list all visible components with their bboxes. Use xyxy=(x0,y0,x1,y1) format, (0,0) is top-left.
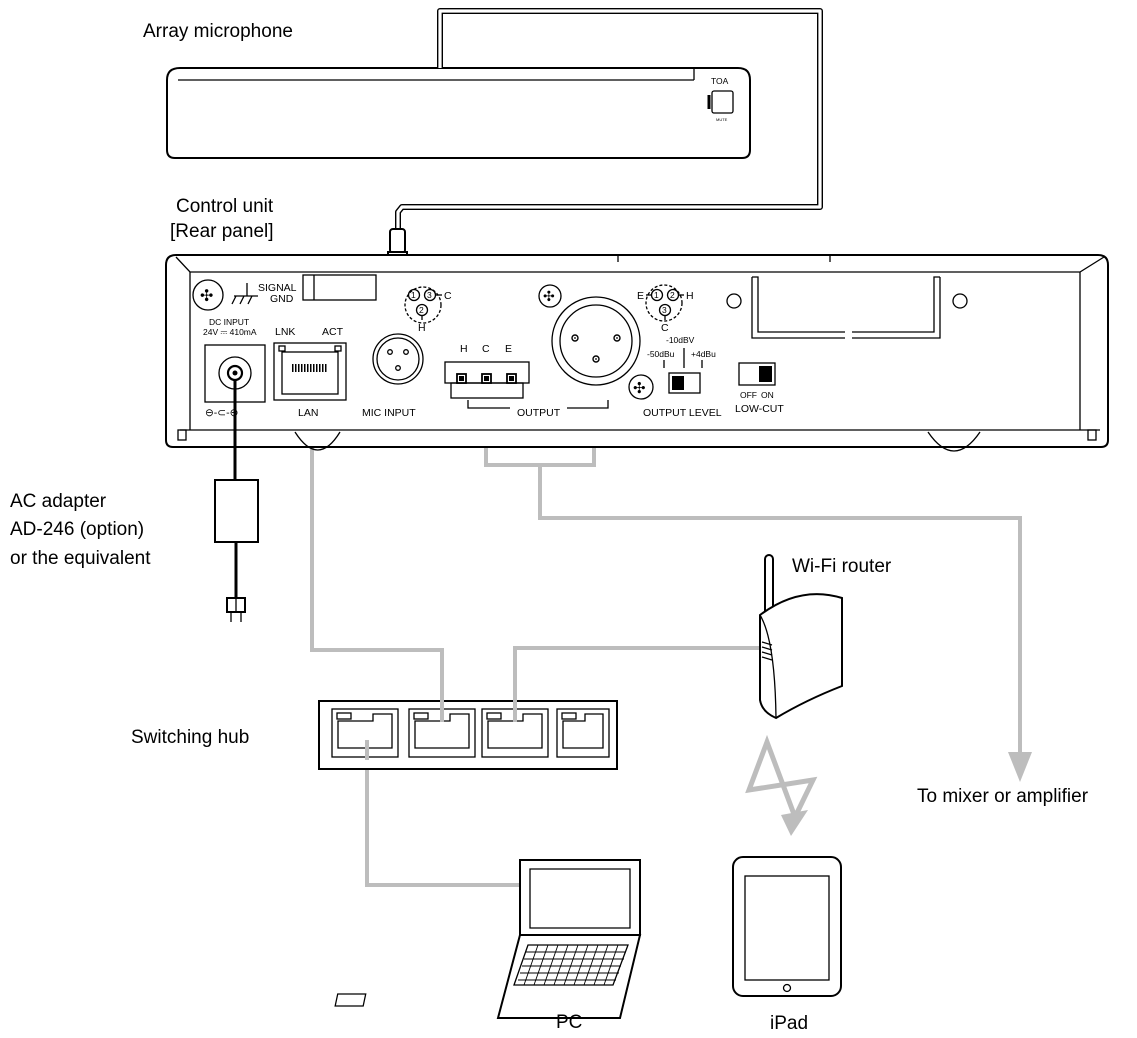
mic-pin-c-label: C xyxy=(444,290,452,302)
ac-adapter xyxy=(214,380,259,622)
switching-hub-label: Switching hub xyxy=(131,727,249,748)
out-pin-c-label: C xyxy=(661,322,669,334)
out-pin-2: 2 xyxy=(670,290,675,300)
low-cut-switch[interactable] xyxy=(738,362,776,386)
lan-label: LAN xyxy=(298,407,318,419)
control-unit: ✣ SIGNAL GND DC INPUT 24V ⎓ 410mA ⊖-⊂-⊕ … xyxy=(165,254,1109,452)
cables xyxy=(310,365,1032,887)
ac-adapter-label-3: or the equivalent xyxy=(10,548,151,569)
pc-label: PC xyxy=(556,1012,582,1033)
out-pin-e-label: E xyxy=(637,290,644,302)
ipad-label: iPad xyxy=(770,1013,808,1033)
control-unit-label: Control unit xyxy=(176,196,274,217)
out-pin-h-label: H xyxy=(686,290,694,302)
to-mixer-label: To mixer or amplifier xyxy=(917,786,1089,807)
mic-input-label: MIC INPUT xyxy=(362,407,416,419)
dc-polarity-icon: ⊖-⊂-⊕ xyxy=(205,407,238,419)
mic-pin-2: 2 xyxy=(419,305,424,315)
mic-brand: TOA xyxy=(711,76,729,86)
output-h-label: H xyxy=(460,343,468,355)
output-c-label: C xyxy=(482,343,490,355)
lan-act-label: ACT xyxy=(322,326,344,338)
hub-port-4 xyxy=(556,708,610,758)
out-pin-1: 1 xyxy=(654,290,659,300)
mic-mute-label: MUTE xyxy=(716,117,728,122)
signal-gnd-label-2: GND xyxy=(270,293,294,305)
ac-adapter-label-2: AD-246 (option) xyxy=(10,519,144,540)
wifi-router-label: Wi-Fi router xyxy=(792,556,892,577)
level-minus50-label: -50dBu xyxy=(647,349,675,359)
mic-pin-1: 1 xyxy=(411,290,416,300)
rear-panel-label: [Rear panel] xyxy=(170,221,274,242)
lan-cable-unit-to-hub xyxy=(310,403,444,720)
level-minus10-label: -10dBV xyxy=(666,335,695,345)
lan-cable-hub-to-pc xyxy=(365,740,522,887)
dc-input-label-1: DC INPUT xyxy=(209,317,249,327)
lan-lnk-label: LNK xyxy=(275,326,295,338)
ipad xyxy=(732,856,842,997)
switching-hub xyxy=(318,700,618,770)
low-cut-label: LOW-CUT xyxy=(735,403,784,415)
pc-laptop xyxy=(334,859,642,1019)
output-level-label: OUTPUT LEVEL xyxy=(643,407,722,419)
output-cable-to-mixer xyxy=(538,465,1022,755)
wireless-signal-icon xyxy=(745,734,818,836)
output-e-label: E xyxy=(505,343,512,355)
signal-gnd-label-1: SIGNAL xyxy=(258,282,297,294)
mixer-arrowhead xyxy=(1008,752,1032,782)
low-cut-off-label: OFF xyxy=(740,390,757,400)
ground-screw-icon: ✣ xyxy=(200,288,213,305)
mic-pin-3: 3 xyxy=(427,290,432,300)
array-microphone-label: Array microphone xyxy=(143,21,293,42)
output-level-switch[interactable] xyxy=(668,372,701,394)
output-screw-icon-1: ✣ xyxy=(543,288,555,304)
wifi-router xyxy=(759,554,843,720)
low-cut-on-label: ON xyxy=(761,390,774,400)
output-screw-icon-2: ✣ xyxy=(633,380,646,397)
out-pin-3: 3 xyxy=(662,305,667,315)
mic-cable xyxy=(395,8,823,229)
level-plus4-label: +4dBu xyxy=(691,349,716,359)
output-label: OUTPUT xyxy=(517,407,561,419)
dc-input-label-2: 24V ⎓ 410mA xyxy=(203,327,257,337)
ac-adapter-label-1: AC adapter xyxy=(10,491,107,512)
mic-pin-h-label: H xyxy=(418,322,426,334)
array-microphone: TOA MUTE xyxy=(166,67,751,159)
lan-cable-hub-to-router xyxy=(513,646,762,720)
